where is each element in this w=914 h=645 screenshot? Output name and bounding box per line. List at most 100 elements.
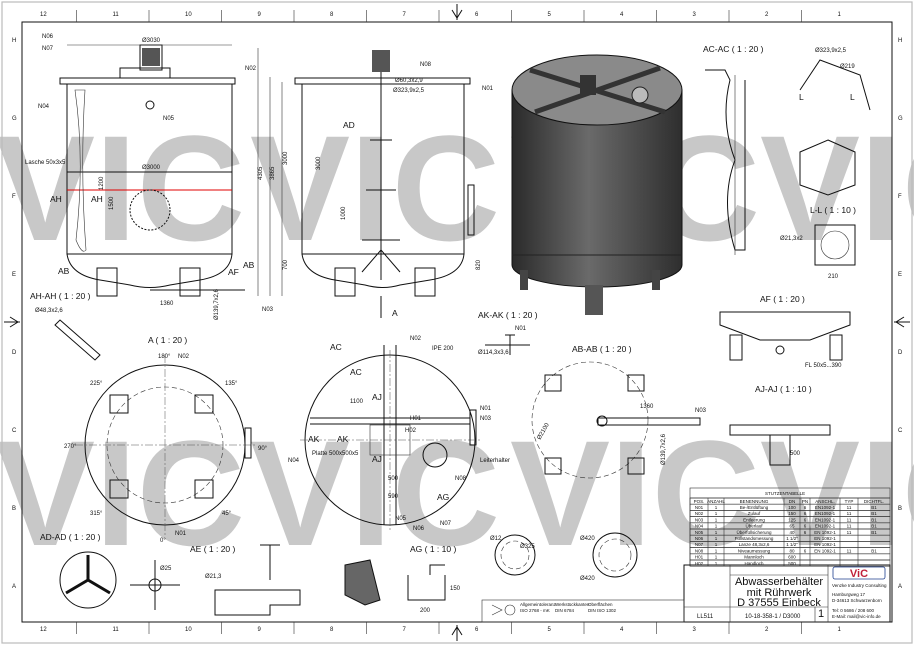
table-cell: N02 [695, 511, 704, 516]
table-cell: 1 [715, 555, 718, 560]
svg-text:N04: N04 [288, 458, 300, 464]
grid-column-label: 3 [693, 12, 697, 18]
view-ab-ab: AB-AB ( 1 : 20 ) 1360 Ø2100 Ø139,7x2,6 N… [531, 344, 707, 479]
table-cell: 11 [847, 517, 852, 522]
table-cell: 6 [804, 548, 807, 553]
svg-text:3000: 3000 [283, 151, 289, 165]
svg-text:AH: AH [91, 194, 103, 204]
svg-text:Platte 500x500x5: Platte 500x500x5 [312, 451, 359, 457]
table-cell: B1 [871, 517, 877, 522]
svg-text:N03: N03 [695, 408, 707, 414]
svg-text:Werkstückkanten: Werkstückkanten [555, 602, 590, 607]
grid-row-label: B [12, 506, 16, 512]
svg-text:N07: N07 [42, 46, 54, 52]
svg-text:Ø139,7x2,6: Ø139,7x2,6 [214, 288, 220, 320]
table-cell: 150 [788, 511, 796, 516]
table-cell: 6 [804, 530, 807, 535]
svg-text:Ø323,9x2,5: Ø323,9x2,5 [815, 48, 847, 54]
grid-row-label: E [898, 272, 902, 278]
table-cell: 6 [804, 511, 807, 516]
svg-text:N08: N08 [420, 62, 432, 68]
grid-column-label: 12 [40, 12, 47, 18]
table-cell: 1 1/2" [786, 536, 798, 541]
svg-text:N01: N01 [175, 531, 187, 537]
grid-column-label: 9 [258, 627, 262, 633]
svg-text:225°: 225° [90, 381, 103, 387]
svg-text:AK: AK [337, 434, 349, 444]
grid-column-label: 1 [838, 627, 842, 633]
drawing-title-1: Abwasserbehälter [735, 576, 823, 588]
grid-column-label: 6 [475, 627, 479, 633]
svg-text:N02: N02 [178, 354, 190, 360]
company-logo: ViC [850, 568, 868, 580]
grid-row-label: A [12, 584, 16, 590]
grid-column-label: 10 [185, 12, 192, 18]
grid-row-label: E [12, 272, 16, 278]
table-cell: B1 [871, 505, 877, 510]
svg-text:AF: AF [228, 267, 239, 277]
drawing-title-2: mit Rührwerk [747, 587, 812, 599]
table-cell: EN 1092-1 [814, 536, 836, 541]
table-cell: EN1092-1 [815, 517, 836, 522]
table-cell: EN1092-1 [815, 524, 836, 529]
part-code: LL511 [697, 614, 714, 620]
svg-text:Ø420: Ø420 [580, 536, 595, 542]
svg-text:N07: N07 [440, 521, 452, 527]
svg-text:VIC: VIC [0, 409, 245, 577]
svg-text:180°: 180° [158, 354, 171, 360]
svg-text:A: A [392, 308, 398, 318]
table-cell: Entleerung [743, 517, 765, 522]
table-cell: 125 [788, 517, 796, 522]
table-cell: Mannloch [744, 555, 764, 560]
company-address: Hamburgweg 17 [832, 592, 866, 597]
svg-text:AD-AD ( 1 : 20 ): AD-AD ( 1 : 20 ) [40, 532, 101, 542]
table-cell: 500 [788, 561, 796, 566]
svg-text:135°: 135° [225, 381, 238, 387]
svg-text:Ø139,7x2,6: Ø139,7x2,6 [661, 433, 667, 465]
svg-text:Ø325: Ø325 [520, 544, 535, 550]
table-cell: B1 [871, 511, 877, 516]
table-cell: B1 [871, 524, 877, 529]
title-block: Abwasserbehälter mit Rührwerk D 37555 Ei… [481, 564, 891, 623]
front-view: Ø3030 Ø3000 N06 N07 N04 N05 N02 N03 Lasc… [25, 34, 289, 320]
drawing-title-3: D 37555 Einbeck [737, 597, 821, 609]
grid-row-label: F [898, 194, 902, 200]
table-cell: 100 [788, 505, 796, 510]
grid-row-label: G [898, 116, 903, 122]
svg-text:Oberflächen: Oberflächen [588, 602, 613, 607]
grid-column-label: 6 [475, 12, 479, 18]
svg-text:N01: N01 [482, 86, 494, 92]
svg-text:4305: 4305 [258, 166, 264, 180]
svg-text:FL 50x5...390: FL 50x5...390 [805, 363, 842, 369]
svg-text:1200: 1200 [99, 176, 105, 190]
grid-column-label: 2 [765, 12, 769, 18]
svg-text:500: 500 [790, 451, 801, 457]
svg-text:150: 150 [450, 586, 461, 592]
svg-text:H01: H01 [410, 416, 422, 422]
svg-text:Allgemeintoleranz: Allgemeintoleranz [520, 602, 557, 607]
grid-row-label: C [898, 428, 903, 434]
table-cell: DN [789, 499, 796, 504]
table-cell: B1 [871, 530, 877, 535]
table-cell: EN1092-1 [815, 505, 836, 510]
table-cell: POS. [694, 499, 705, 504]
watermark: VIC VIC VIC VIC VIC VIC VIC VIC [0, 104, 914, 577]
drawing-frame [21, 21, 893, 623]
section-view: AD N08 N01 Ø323,9x2,5 Ø60,3x2,9 3000 100… [294, 50, 494, 318]
grid-row-label: F [12, 194, 16, 200]
grid-row-label: C [12, 428, 17, 434]
table-cell: Überlauf [745, 523, 763, 529]
svg-text:L-L ( 1 : 10 ): L-L ( 1 : 10 ) [810, 205, 856, 215]
svg-text:Ø219: Ø219 [840, 64, 855, 70]
svg-text:1100: 1100 [350, 399, 364, 405]
table-cell: 80 [789, 548, 795, 553]
svg-text:Ø48,3x2,6: Ø48,3x2,6 [35, 308, 63, 314]
svg-text:N06: N06 [413, 526, 425, 532]
svg-text:AK-AK ( 1 : 20 ): AK-AK ( 1 : 20 ) [478, 310, 538, 320]
svg-text:AF ( 1 : 20 ): AF ( 1 : 20 ) [760, 294, 805, 304]
table-cell: 1 [715, 548, 718, 553]
table-cell: BENENNUNG [740, 499, 769, 504]
table-cell: Zulauf [748, 511, 761, 516]
table-cell: N05 [695, 530, 704, 535]
grid-column-label: 12 [40, 627, 47, 633]
